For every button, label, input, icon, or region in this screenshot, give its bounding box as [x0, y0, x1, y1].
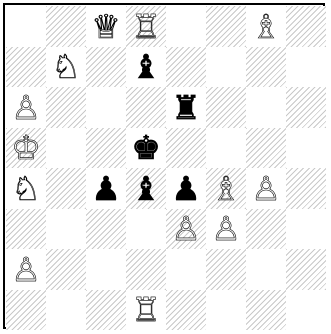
square-d3[interactable] [126, 209, 166, 250]
square-d8[interactable]: ♖ [126, 6, 166, 47]
square-c4[interactable]: ♟ [86, 168, 126, 209]
square-e6[interactable]: ♜ [166, 87, 206, 128]
black-pawn-icon[interactable]: ♟ [86, 168, 126, 209]
square-d4[interactable]: ♝ [126, 168, 166, 209]
square-h4[interactable] [286, 168, 326, 209]
square-g6[interactable] [246, 87, 286, 128]
square-h3[interactable] [286, 209, 326, 250]
white-knight-icon[interactable]: ♘ [46, 47, 86, 88]
square-a5[interactable]: ♔ [6, 128, 46, 169]
square-b5[interactable] [46, 128, 86, 169]
square-d1[interactable]: ♖ [126, 290, 166, 331]
white-rook-icon[interactable]: ♖ [126, 290, 166, 331]
square-h6[interactable] [286, 87, 326, 128]
square-h8[interactable] [286, 6, 326, 47]
black-bishop-icon[interactable]: ♝ [126, 47, 166, 88]
square-a7[interactable] [6, 47, 46, 88]
square-e7[interactable] [166, 47, 206, 88]
square-g3[interactable] [246, 209, 286, 250]
square-h2[interactable] [286, 249, 326, 290]
square-b1[interactable] [46, 290, 86, 331]
square-c3[interactable] [86, 209, 126, 250]
square-g5[interactable] [246, 128, 286, 169]
white-bishop-icon[interactable]: ♗ [246, 6, 286, 47]
square-c1[interactable] [86, 290, 126, 331]
black-bishop-icon[interactable]: ♝ [126, 168, 166, 209]
square-e8[interactable] [166, 6, 206, 47]
square-b3[interactable] [46, 209, 86, 250]
white-pawn-icon[interactable]: ♙ [6, 87, 46, 128]
square-g4[interactable]: ♙ [246, 168, 286, 209]
square-e5[interactable] [166, 128, 206, 169]
square-f1[interactable] [206, 290, 246, 331]
square-b2[interactable] [46, 249, 86, 290]
white-pawn-icon[interactable]: ♙ [246, 168, 286, 209]
white-king-icon[interactable]: ♔ [6, 128, 46, 169]
square-h5[interactable] [286, 128, 326, 169]
square-f5[interactable] [206, 128, 246, 169]
board-grid: ♕♖♗♘♝♙♜♔♚♘♟♝♟♗♙♙♙♙♖ [6, 6, 326, 330]
white-rook-icon[interactable]: ♖ [126, 6, 166, 47]
square-a3[interactable] [6, 209, 46, 250]
square-h7[interactable] [286, 47, 326, 88]
square-g8[interactable]: ♗ [246, 6, 286, 47]
square-c2[interactable] [86, 249, 126, 290]
white-pawn-icon[interactable]: ♙ [206, 209, 246, 250]
square-g2[interactable] [246, 249, 286, 290]
square-d6[interactable] [126, 87, 166, 128]
square-f3[interactable]: ♙ [206, 209, 246, 250]
square-f6[interactable] [206, 87, 246, 128]
white-queen-icon[interactable]: ♕ [86, 6, 126, 47]
square-b7[interactable]: ♘ [46, 47, 86, 88]
square-f2[interactable] [206, 249, 246, 290]
square-f4[interactable]: ♗ [206, 168, 246, 209]
square-b8[interactable] [46, 6, 86, 47]
square-c5[interactable] [86, 128, 126, 169]
square-c8[interactable]: ♕ [86, 6, 126, 47]
square-e3[interactable]: ♙ [166, 209, 206, 250]
white-pawn-icon[interactable]: ♙ [6, 249, 46, 290]
square-e2[interactable] [166, 249, 206, 290]
square-b6[interactable] [46, 87, 86, 128]
square-g7[interactable] [246, 47, 286, 88]
square-d5[interactable]: ♚ [126, 128, 166, 169]
square-f7[interactable] [206, 47, 246, 88]
square-c7[interactable] [86, 47, 126, 88]
square-a1[interactable] [6, 290, 46, 331]
square-f8[interactable] [206, 6, 246, 47]
white-knight-icon[interactable]: ♘ [6, 168, 46, 209]
square-h1[interactable] [286, 290, 326, 331]
black-pawn-icon[interactable]: ♟ [166, 168, 206, 209]
white-bishop-icon[interactable]: ♗ [206, 168, 246, 209]
square-d2[interactable] [126, 249, 166, 290]
square-a4[interactable]: ♘ [6, 168, 46, 209]
square-a6[interactable]: ♙ [6, 87, 46, 128]
square-d7[interactable]: ♝ [126, 47, 166, 88]
square-a2[interactable]: ♙ [6, 249, 46, 290]
square-c6[interactable] [86, 87, 126, 128]
square-e1[interactable] [166, 290, 206, 331]
chess-board: ♕♖♗♘♝♙♜♔♚♘♟♝♟♗♙♙♙♙♖ [3, 3, 325, 329]
square-e4[interactable]: ♟ [166, 168, 206, 209]
black-king-icon[interactable]: ♚ [126, 128, 166, 169]
square-a8[interactable] [6, 6, 46, 47]
square-b4[interactable] [46, 168, 86, 209]
black-rook-icon[interactable]: ♜ [166, 87, 206, 128]
white-pawn-icon[interactable]: ♙ [166, 209, 206, 250]
square-g1[interactable] [246, 290, 286, 331]
